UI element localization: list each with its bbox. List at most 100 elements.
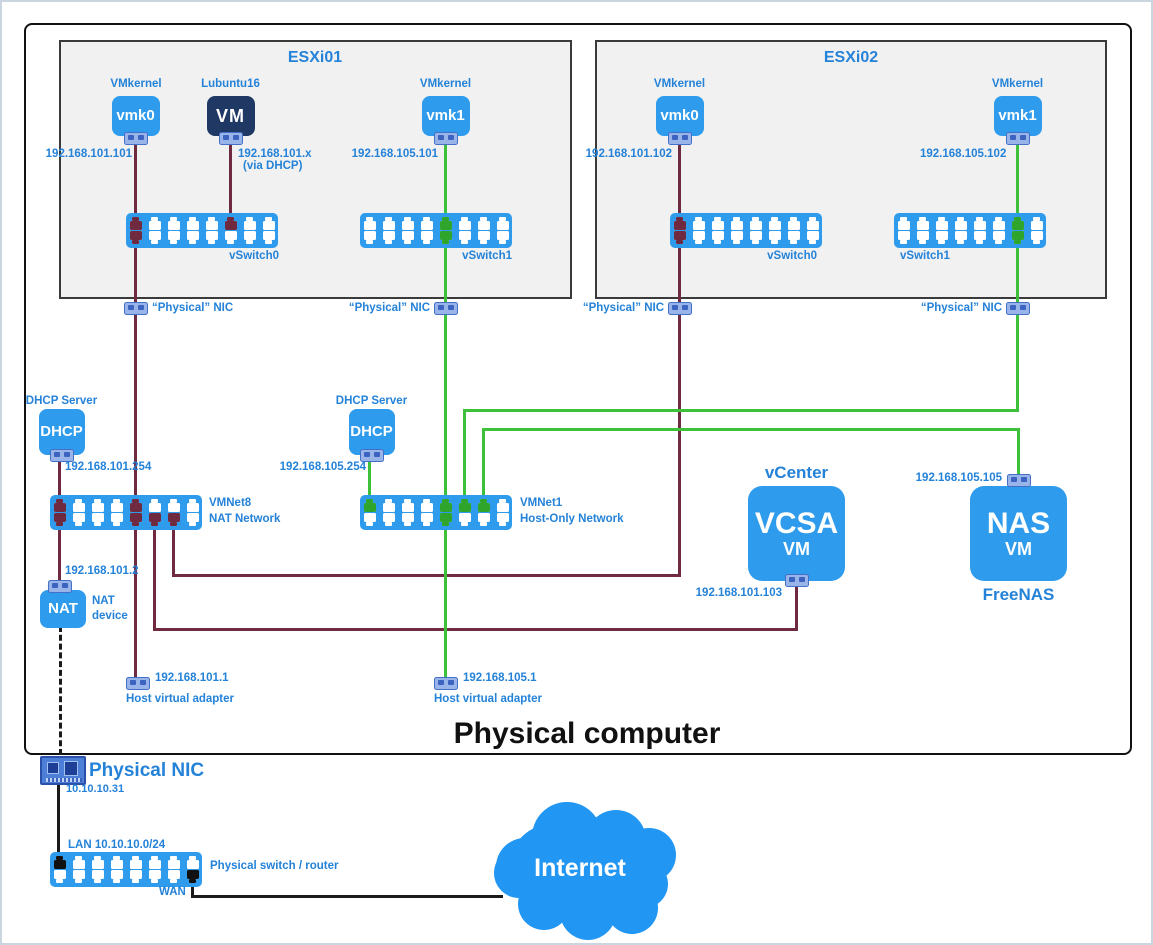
switch-port bbox=[496, 231, 509, 244]
e2-vswitch0 bbox=[670, 213, 822, 248]
nat-box: NAT bbox=[40, 590, 86, 628]
switch-port bbox=[787, 231, 800, 244]
port-marker bbox=[148, 513, 161, 526]
e1-vmk0-nic-icon bbox=[123, 131, 148, 145]
switch-port bbox=[954, 217, 967, 230]
e2-vmk1-box: vmk1 bbox=[993, 96, 1042, 136]
port-marker bbox=[53, 499, 66, 512]
link-e1-vswitch0-vmnet8 bbox=[134, 243, 137, 505]
switch-port bbox=[148, 856, 161, 869]
vcsa-vm-text: VM bbox=[783, 538, 810, 559]
nat-text: NAT bbox=[48, 600, 78, 618]
switch-port bbox=[382, 217, 395, 230]
link-vmnet8-vcsa-horizontal bbox=[153, 628, 798, 631]
e1-vswitch1-label: vSwitch1 bbox=[462, 250, 512, 262]
port-marker bbox=[439, 217, 452, 230]
e2-vmk0-title: VMkernel bbox=[653, 78, 706, 90]
physical-nic-icon bbox=[40, 756, 86, 785]
switch-port bbox=[935, 217, 948, 230]
switch-port bbox=[1030, 231, 1043, 244]
e2-physical-nic1-icon bbox=[1005, 301, 1030, 315]
e1-vmk1-title: VMkernel bbox=[419, 78, 472, 90]
nas-nic-icon bbox=[1006, 473, 1031, 487]
e1-vm-text: VM bbox=[216, 105, 245, 126]
switch-port bbox=[420, 499, 433, 512]
link-e1-vswitch1-vmnet1 bbox=[444, 243, 447, 505]
switch-port bbox=[186, 231, 199, 244]
switch-port bbox=[420, 231, 433, 244]
port-row bbox=[53, 856, 199, 869]
switch-port bbox=[167, 217, 180, 230]
switch-port bbox=[897, 217, 910, 230]
switch-port bbox=[186, 856, 199, 869]
switch-port bbox=[205, 231, 218, 244]
nas-title: FreeNAS bbox=[982, 585, 1055, 604]
nic-pins bbox=[46, 778, 82, 782]
link-vmnet1-nas-horizontal bbox=[482, 428, 1020, 431]
vmnet1-switch bbox=[360, 495, 512, 530]
vcenter-title: vCenter bbox=[764, 463, 829, 482]
switch-port bbox=[262, 231, 275, 244]
port-marker bbox=[673, 217, 686, 230]
link-vmnet8-esxi02-horizontal bbox=[172, 574, 680, 577]
switch-port bbox=[363, 513, 376, 526]
nas-box: NAS VM bbox=[970, 486, 1067, 581]
switch-port bbox=[186, 499, 199, 512]
switch-port bbox=[91, 870, 104, 883]
physical-computer-label: Physical computer bbox=[453, 717, 721, 750]
port-marker bbox=[1011, 217, 1024, 230]
switch-port bbox=[420, 217, 433, 230]
e1-vmk1-nic-icon bbox=[433, 131, 458, 145]
hostadapter1-nic-icon bbox=[126, 677, 150, 690]
e1-vm-ip: 192.168.101.x bbox=[238, 148, 312, 160]
switch-port bbox=[262, 217, 275, 230]
e2-vswitch0-label: vSwitch0 bbox=[767, 250, 817, 262]
physical-switch-label: Physical switch / router bbox=[210, 860, 339, 872]
e2-vmk1-nic-icon bbox=[1005, 131, 1030, 145]
vcsa-nic-icon bbox=[784, 573, 809, 587]
switch-port bbox=[205, 217, 218, 230]
port-marker bbox=[458, 499, 471, 512]
switch-port bbox=[992, 231, 1005, 244]
lan-label: LAN 10.10.10.0/24 bbox=[68, 839, 166, 851]
port-marker bbox=[129, 499, 142, 512]
switch-port bbox=[243, 217, 256, 230]
nat-label2: device bbox=[92, 610, 128, 622]
switch-port bbox=[186, 217, 199, 230]
e1-vm-title: Lubuntu16 bbox=[201, 78, 260, 90]
nas-text: NAS bbox=[986, 507, 1051, 541]
vcsa-ip: 192.168.101.103 bbox=[695, 587, 782, 599]
switch-port bbox=[167, 231, 180, 244]
e2-vmk0-box: vmk0 bbox=[655, 96, 704, 136]
switch-port bbox=[787, 217, 800, 230]
vcsa-text: VCSA bbox=[754, 507, 839, 541]
port-marker bbox=[673, 231, 686, 244]
e1-vm-nic-icon bbox=[218, 131, 243, 145]
switch-port bbox=[401, 231, 414, 244]
link-e2-vmk0-vswitch0 bbox=[678, 143, 681, 217]
link-e1-vmk0-vswitch0 bbox=[134, 143, 137, 217]
dhcp2-nic-icon bbox=[359, 449, 384, 462]
dhcp1-title: DHCP Server bbox=[25, 395, 98, 407]
switch-port bbox=[129, 870, 142, 883]
e1-vmk0-text: vmk0 bbox=[116, 107, 155, 125]
switch-port bbox=[477, 513, 490, 526]
e1-vm-box: VM bbox=[206, 96, 255, 136]
e2-vmk0-nic-icon bbox=[667, 131, 692, 145]
switch-port bbox=[167, 856, 180, 869]
physical-nic-label: Physical NIC bbox=[89, 760, 205, 781]
e1-physical-nic1-label: “Physical” NIC bbox=[348, 302, 430, 314]
port-marker bbox=[1011, 231, 1024, 244]
switch-port bbox=[401, 513, 414, 526]
port-marker bbox=[224, 217, 237, 230]
port-row bbox=[129, 231, 275, 244]
switch-port bbox=[458, 231, 471, 244]
e1-vmk1-text: vmk1 bbox=[426, 107, 465, 125]
switch-port bbox=[148, 499, 161, 512]
link-vmnet8-port7-down bbox=[172, 524, 175, 577]
dhcp1-ip: 192.168.101.254 bbox=[65, 461, 152, 473]
switch-port bbox=[401, 499, 414, 512]
physical-nic-ip: 10.10.10.31 bbox=[66, 783, 125, 795]
link-wan-down bbox=[191, 876, 194, 898]
